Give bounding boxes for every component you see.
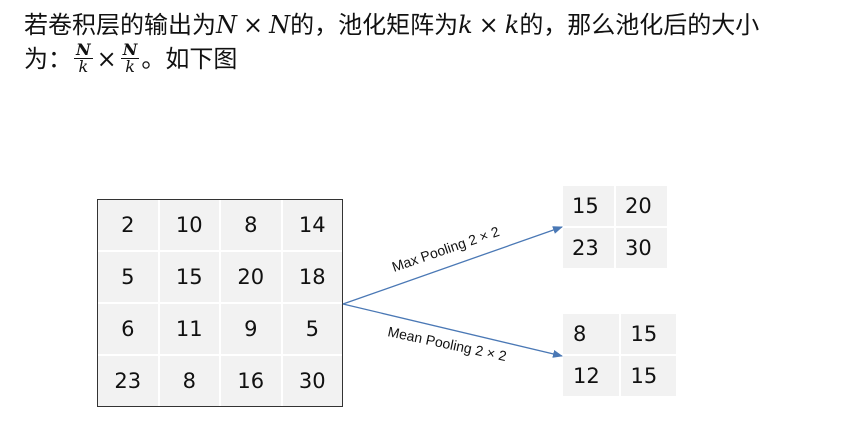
- result-cell: 20: [616, 186, 667, 226]
- matrix-cell: 16: [221, 356, 281, 406]
- math-k: k: [504, 11, 520, 39]
- math-k: k: [458, 11, 473, 39]
- matrix-cell: 30: [282, 356, 342, 406]
- description-line-1: 若卷积层的输出为N×N的，池化矩阵为k×k的，那么池化后的大小: [24, 8, 759, 42]
- matrix-cell: 10: [159, 200, 219, 250]
- matrix-cell: 5: [98, 252, 158, 302]
- fraction-numerator: N: [76, 39, 91, 59]
- matrix-cell: 15: [159, 252, 219, 302]
- math-times: ×: [478, 11, 499, 39]
- matrix-cell: 18: [282, 252, 342, 302]
- result-cell: 8: [563, 314, 619, 354]
- matrix-cell: 23: [98, 356, 158, 406]
- max-pooling-result: 15 20 23 30: [563, 186, 667, 268]
- fraction-numerator: N: [122, 39, 138, 59]
- matrix-cell: 6: [98, 304, 158, 354]
- matrix-cell: 8: [221, 200, 281, 250]
- math-n: N: [216, 11, 237, 39]
- max-pooling-label: Max Pooling 2 × 2: [390, 223, 502, 275]
- text-segment: 的，池化矩阵为: [290, 11, 459, 39]
- mean-pooling-result: 8 15 12 15: [563, 314, 676, 396]
- matrix-cell: 2: [98, 200, 158, 250]
- matrix-cell: 11: [159, 304, 219, 354]
- mean-pooling-arrow: [342, 303, 563, 358]
- result-cell: 15: [620, 356, 676, 396]
- math-times: ×: [243, 11, 264, 39]
- matrix-cell: 20: [221, 252, 281, 302]
- text-segment: 的，那么池化后的大小: [519, 11, 760, 39]
- math-times: ×: [96, 45, 117, 73]
- result-cell: 23: [563, 228, 614, 268]
- result-cell: 30: [616, 228, 667, 268]
- text-segment: 若卷积层的输出为: [24, 11, 216, 39]
- matrix-cell: 5: [282, 304, 342, 354]
- fraction-denominator: k: [120, 57, 140, 75]
- matrix-cell: 14: [282, 200, 342, 250]
- text-segment: 为：: [24, 45, 72, 73]
- matrix-cell: 8: [159, 356, 219, 406]
- max-pooling-arrow: [342, 226, 563, 305]
- math-n: N: [269, 11, 291, 39]
- input-matrix: 2 10 8 14 5 15 20 18 6 11 9 5 23 8 16 30: [97, 199, 343, 407]
- result-cell: 12: [563, 356, 619, 396]
- text-segment: 。如下图: [141, 45, 238, 73]
- fraction-denominator: k: [74, 57, 93, 75]
- matrix-cell: 9: [221, 304, 281, 354]
- result-cell: 15: [563, 186, 614, 226]
- result-cell: 15: [620, 314, 676, 354]
